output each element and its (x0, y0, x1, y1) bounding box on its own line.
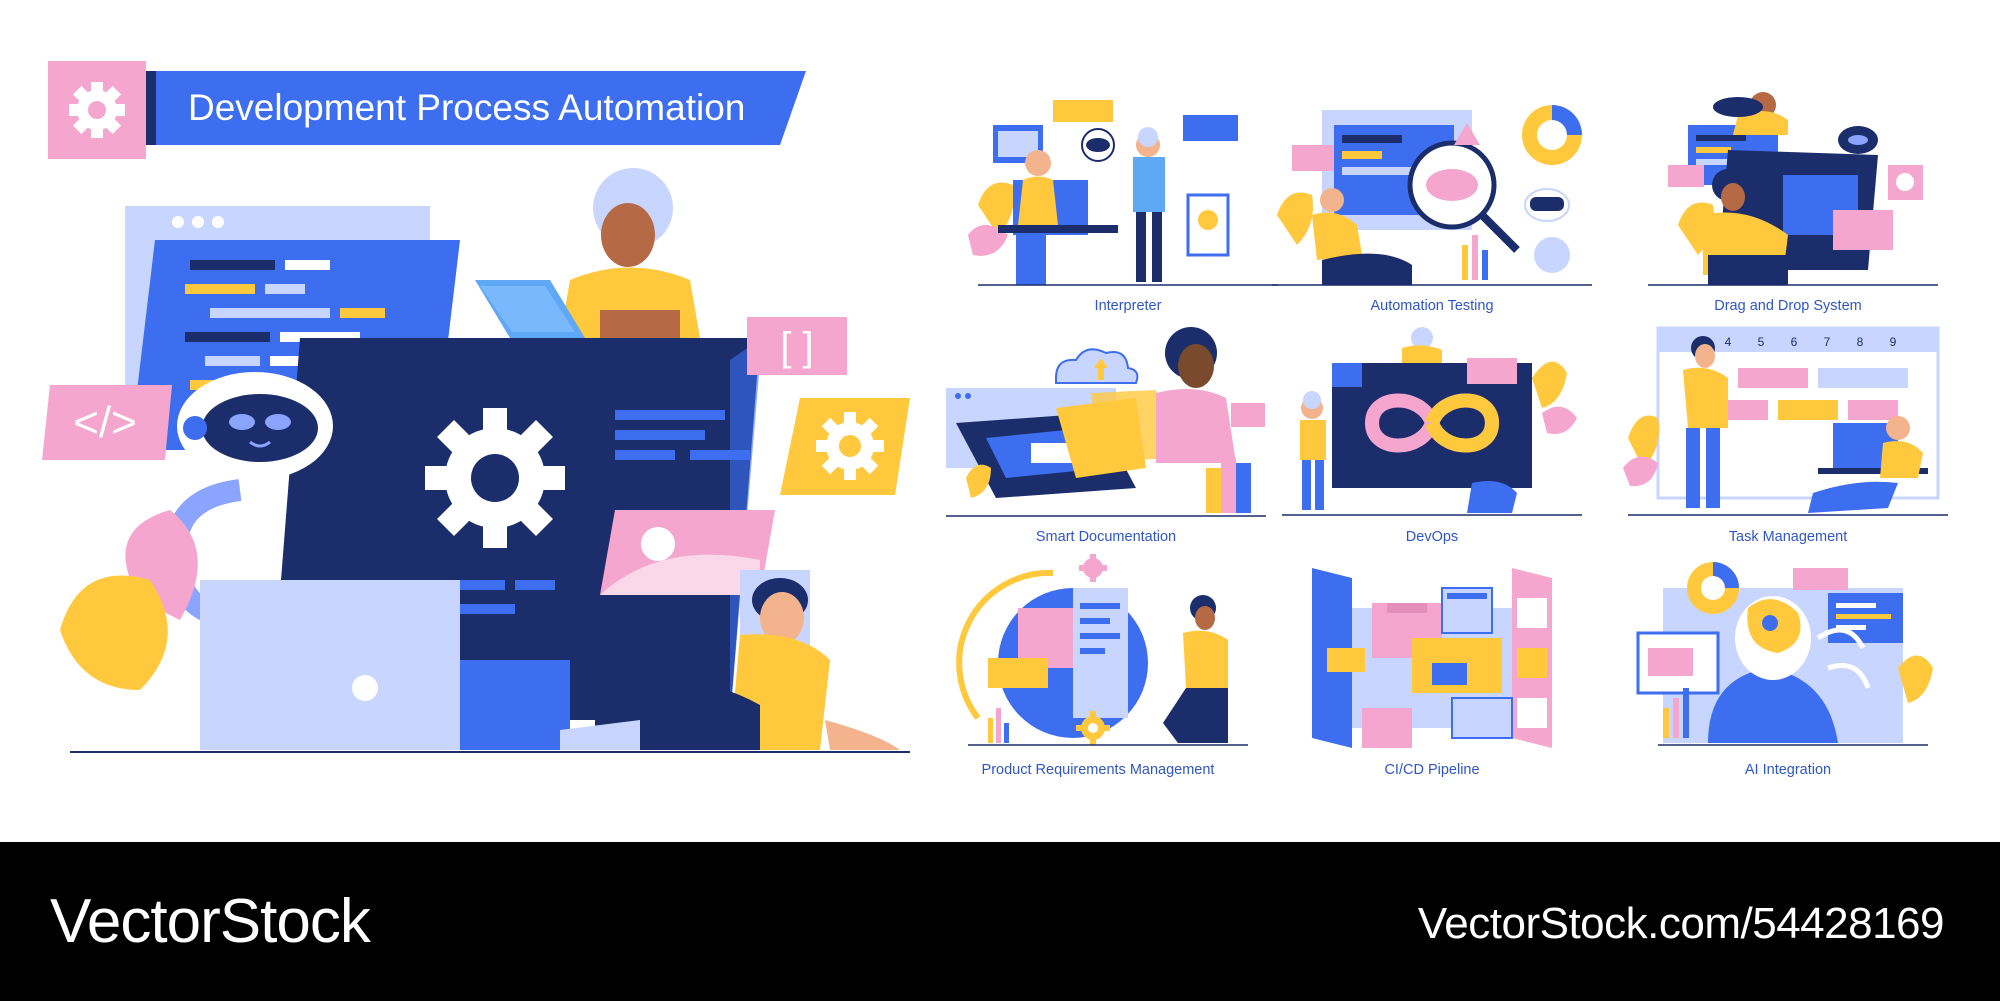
man-sitting (560, 578, 900, 750)
tile-caption: Smart Documentation (1035, 529, 1177, 545)
tile-product-requirements (928, 548, 1268, 768)
tile-cicd-pipeline (1262, 548, 1602, 768)
header-gear-badge (48, 61, 146, 159)
tile-interpreter (958, 85, 1298, 305)
tile-task-management: 4 5 6 7 8 9 (1618, 318, 1958, 538)
day-label: 4 (1725, 335, 1732, 349)
tile-smart-documentation (936, 318, 1276, 538)
tile-caption: CI/CD Pipeline (1384, 762, 1480, 778)
plant-leaves (60, 510, 198, 690)
robot (165, 347, 333, 626)
gear-card (780, 398, 910, 495)
bracket-tag: [ ] (747, 317, 847, 375)
tile-caption: Automation Testing (1370, 298, 1494, 314)
image-url[interactable]: VectorStock.com/54428169 (1417, 899, 1945, 948)
tile-caption: Interpreter (1094, 298, 1162, 314)
footer-bar: VectorStock VectorStock.com/54428169 (0, 842, 2000, 1001)
page-title: Development Process Automation (188, 87, 746, 128)
code-tag-text: </> (73, 398, 137, 447)
tile-caption: Task Management (1728, 529, 1848, 545)
bracket-tag-text: [ ] (780, 325, 813, 369)
image-card (600, 510, 775, 595)
tile-caption: DevOps (1405, 529, 1459, 545)
tile-caption: Drag and Drop System (1714, 298, 1862, 314)
day-label: 7 (1824, 335, 1831, 349)
title-ribbon: Development Process Automation (146, 71, 806, 145)
tile-ai-integration (1618, 548, 1958, 768)
gear-icon (816, 412, 884, 480)
laptop (200, 580, 570, 750)
gear-icon (425, 408, 565, 548)
tile-automation-testing (1262, 85, 1602, 305)
tile-caption: Product Requirements Management (981, 762, 1215, 778)
hero-illustration: </> (40, 160, 920, 760)
gear-icon (69, 82, 125, 138)
day-label: 5 (1758, 335, 1765, 349)
brand-logo[interactable]: VectorStock (50, 887, 371, 956)
code-tag: </> (42, 385, 172, 460)
day-label: 8 (1857, 335, 1864, 349)
day-label: 6 (1791, 335, 1798, 349)
tile-caption: AI Integration (1744, 762, 1832, 778)
tile-devops (1262, 318, 1602, 538)
woman-with-laptop (475, 168, 700, 338)
day-label: 9 (1890, 335, 1897, 349)
tile-drag-and-drop (1618, 85, 1958, 305)
